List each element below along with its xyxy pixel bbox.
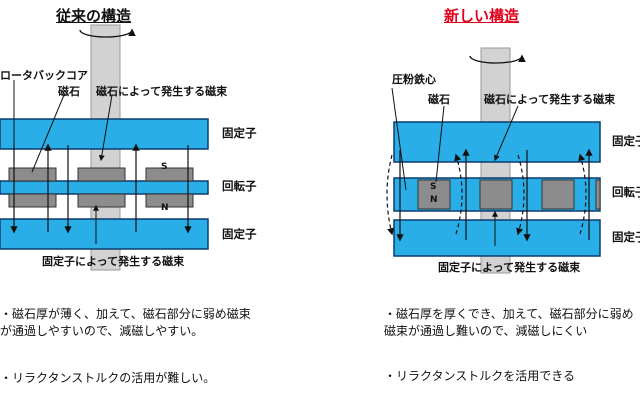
new-stator-top-label: 固定子: [612, 134, 640, 148]
old-stator-flux-label: 固定子によって発生する磁束: [42, 255, 185, 268]
old-pole-s-label: S: [161, 162, 168, 172]
old-pole-n-label: N: [161, 203, 169, 213]
old-stator-top-label: 固定子: [222, 126, 257, 140]
new-magnet-flux-leader: [494, 105, 519, 162]
old-magnet: [8, 167, 57, 182]
old-rotor-label: 回転子: [222, 179, 257, 193]
old-magnet: [77, 193, 126, 208]
new-magnet-label: 磁石: [428, 93, 450, 106]
new-rotation-arrow: [469, 54, 526, 64]
new-core-leader: [391, 87, 407, 191]
new-magnet: [541, 179, 575, 210]
new-pole-s-label: S: [430, 182, 437, 192]
old-magnet-flux-label: 磁石によって発生する磁束: [96, 85, 228, 98]
new-flux-loop: [386, 154, 395, 236]
new-magnet: [479, 179, 513, 210]
new-rotor-label: 回転子: [612, 185, 640, 199]
new-flux-loop: [454, 153, 463, 235]
new-structure-title: 新しい構造: [444, 7, 520, 25]
new-flux-loop: [516, 154, 525, 236]
old-magnet: [145, 167, 194, 182]
new-core-label: 圧粉鉄心: [392, 73, 436, 86]
old-magnet-leader: [31, 94, 65, 173]
old-magnet: [8, 193, 57, 208]
new-stator-bottom: [393, 219, 601, 257]
new-magnet-leader: [435, 105, 445, 183]
new-magnet-flux-label: 磁石によって発生する磁束: [484, 93, 616, 106]
new-pole-n-label: N: [430, 195, 438, 205]
new-note-1: ・磁石厚を厚くでき、加えて、磁石部分に弱め磁束が通過し難いので、減磁しにくい: [384, 307, 634, 338]
new-magnet: [595, 179, 601, 210]
new-stator-bottom-label: 固定子: [612, 230, 640, 244]
old-magnet-label: 磁石: [58, 85, 80, 98]
old-rotation-arrow: [79, 28, 136, 38]
old-stator-bottom: [0, 218, 209, 250]
old-note-1: ・磁石厚が薄く、加えて、磁石部分に弱め磁束が通過しやすいので、減磁しやすい。: [0, 307, 251, 338]
new-note-2: ・リラクタンストルクを活用できる: [384, 369, 576, 383]
old-stator-bottom-label: 固定子: [222, 227, 257, 241]
old-magnet: [77, 167, 126, 182]
new-flux-loop: [578, 153, 587, 235]
old-magnet-flux-leader: [98, 94, 113, 162]
new-magnet: [417, 179, 451, 210]
new-structure-diagram: [386, 47, 601, 274]
old-structure-diagram: [0, 24, 209, 271]
old-note-2: ・リラクタンストルクの活用が難しい。: [0, 371, 216, 385]
old-structure-title: 従来の構造: [56, 7, 132, 25]
old-rotor-core: [0, 180, 209, 195]
old-core-label: ロータバックコア: [0, 69, 88, 82]
old-magnet: [145, 193, 194, 208]
new-stator-flux-label: 固定子によって発生する磁束: [438, 261, 581, 274]
